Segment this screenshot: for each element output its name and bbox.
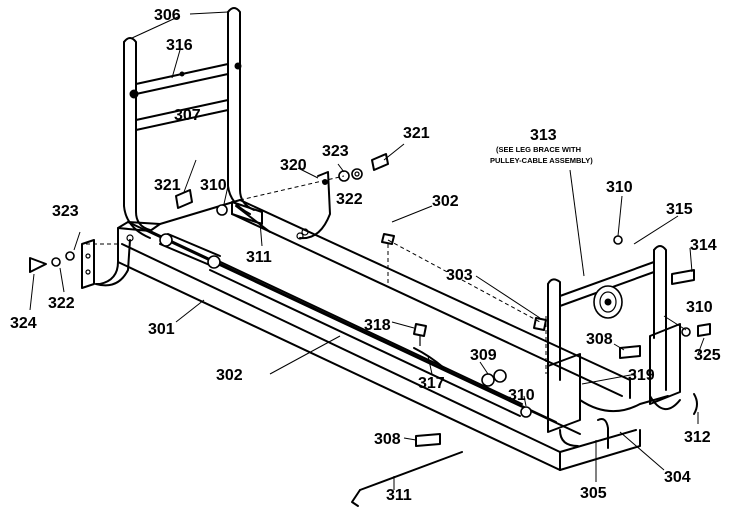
- callout-305: 305: [580, 485, 607, 502]
- callout-310-right: 310: [686, 299, 713, 316]
- callout-307: 307: [174, 107, 201, 124]
- callout-308-right: 308: [586, 331, 613, 348]
- hardware-parts: [29, 153, 711, 507]
- callout-303: 303: [446, 267, 473, 284]
- callout-323-upper: 323: [322, 143, 349, 160]
- callout-312: 312: [684, 429, 711, 446]
- callout-302-rear: 302: [432, 193, 459, 210]
- callout-317: 317: [418, 375, 445, 392]
- callout-311-lower: 311: [386, 487, 412, 504]
- note-line-2: PULLEY-CABLE ASSEMBLY): [490, 156, 593, 165]
- main-frame-301: [95, 199, 641, 471]
- leg-brace-313: [547, 245, 681, 449]
- callout-310-lower: 310: [508, 387, 535, 404]
- callout-322-left: 322: [48, 295, 75, 312]
- callout-320: 320: [280, 157, 307, 174]
- leg-brace-306: [123, 7, 263, 239]
- callout-309: 309: [470, 347, 497, 364]
- callout-311-upper: 311: [246, 249, 272, 266]
- callout-321-upper: 321: [403, 125, 430, 142]
- callout-318: 318: [364, 317, 391, 334]
- callout-313: 313: [530, 127, 557, 144]
- callout-labels: 306 316 307 321 323 320 322 321 310 311 …: [10, 7, 721, 504]
- callout-310-upper-right: 310: [606, 179, 633, 196]
- note-line-1: (SEE LEG BRACE WITH: [496, 145, 581, 154]
- callout-321-left: 321: [154, 177, 181, 194]
- callout-325: 325: [694, 347, 721, 364]
- callout-319: 319: [628, 367, 655, 384]
- callout-322-upper: 322: [336, 191, 363, 208]
- callout-324: 324: [10, 315, 37, 332]
- callout-316: 316: [166, 37, 193, 54]
- callout-308-lower: 308: [374, 431, 401, 448]
- callout-323-left: 323: [52, 203, 79, 220]
- callout-304: 304: [664, 469, 691, 486]
- leader-lines: [29, 11, 705, 490]
- callout-310-left: 310: [200, 177, 227, 194]
- callout-315: 315: [666, 201, 693, 218]
- callout-314: 314: [690, 237, 717, 254]
- callout-302-front: 302: [216, 367, 243, 384]
- callout-301: 301: [148, 321, 175, 338]
- callout-306: 306: [154, 7, 181, 24]
